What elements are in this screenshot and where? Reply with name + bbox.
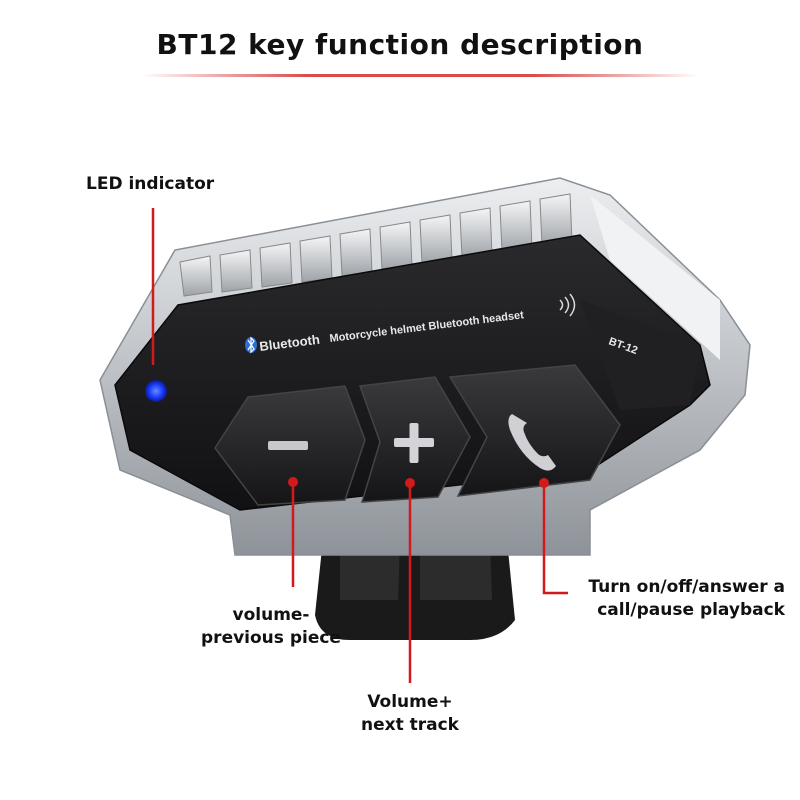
- phone-icon: [508, 414, 556, 471]
- bluetooth-icon: [245, 336, 257, 354]
- phone-label-line-1: Turn on/off/answer a: [588, 577, 785, 597]
- phone-dot: [539, 478, 549, 488]
- volume-down-button[interactable]: [214, 385, 366, 506]
- volume-plus-label-line-2: next track: [360, 715, 459, 735]
- volume-plus-label-line-1: Volume+: [367, 692, 453, 712]
- page-title: BT12 key function description: [156, 28, 644, 61]
- volume-minus-label: volume- previous piece: [186, 604, 356, 650]
- phone-callout-line: [542, 483, 568, 595]
- phone-label: Turn on/off/answer a call/pause playback: [570, 576, 785, 622]
- callout-dots: [288, 477, 549, 488]
- volume-up-button[interactable]: [358, 376, 471, 503]
- volume-minus-label-line-1: volume-: [232, 605, 310, 625]
- volume-minus-dot: [288, 477, 298, 487]
- title-underline: [140, 74, 700, 77]
- volume-minus-label-line-2: previous piece: [201, 628, 341, 648]
- phone-label-line-2: call/pause playback: [597, 600, 785, 620]
- signal-icon: [559, 293, 576, 317]
- volume-plus-label: Volume+ next track: [335, 691, 485, 737]
- phone-button[interactable]: [448, 364, 621, 497]
- volume-plus-dot: [405, 478, 415, 488]
- led-label: LED indicator: [86, 174, 215, 194]
- minus-icon: [268, 441, 308, 450]
- plus-icon: [394, 423, 434, 463]
- led-light: [145, 380, 167, 402]
- callout-lines: [151, 208, 568, 683]
- brand-text: Bluetooth: [259, 332, 321, 354]
- shell-fins: [179, 193, 573, 297]
